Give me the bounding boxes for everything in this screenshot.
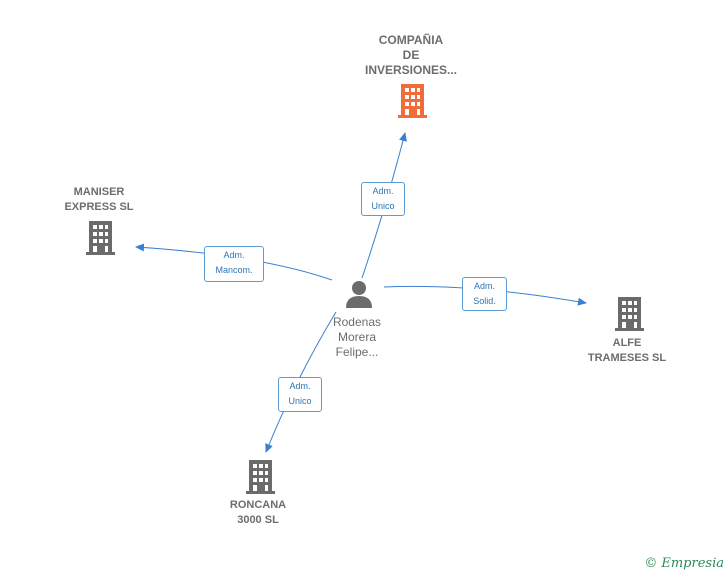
roncana-company-label[interactable]: RONCANA 3000 SL xyxy=(229,499,287,526)
main-company-label[interactable]: COMPAÑIA DE INVERSIONES... xyxy=(364,33,458,77)
person-icon[interactable] xyxy=(346,281,372,308)
building-icon[interactable] xyxy=(86,221,115,255)
copyright-symbol: © xyxy=(644,556,658,571)
person-name-label[interactable]: Rodenas Morera Felipe... xyxy=(332,315,382,359)
building-icon[interactable] xyxy=(246,460,275,494)
edge-label-to-main: Adm. Unico xyxy=(361,182,405,216)
alfe-company-label[interactable]: ALFE TRAMESES SL xyxy=(587,337,667,364)
edge-label-to-roncana: Adm. Unico xyxy=(278,377,322,412)
maniser-company-label[interactable]: MANISER EXPRESS SL xyxy=(64,186,134,213)
building-icon[interactable] xyxy=(615,297,644,331)
edge-label-to-maniser: Adm. Mancom. xyxy=(204,246,264,282)
building-icon[interactable] xyxy=(398,84,427,118)
brand-watermark: ©Empresia xyxy=(644,556,724,571)
brand-name: Empresia xyxy=(661,556,724,571)
edge-label-to-alfe: Adm. Solid. xyxy=(462,277,507,311)
